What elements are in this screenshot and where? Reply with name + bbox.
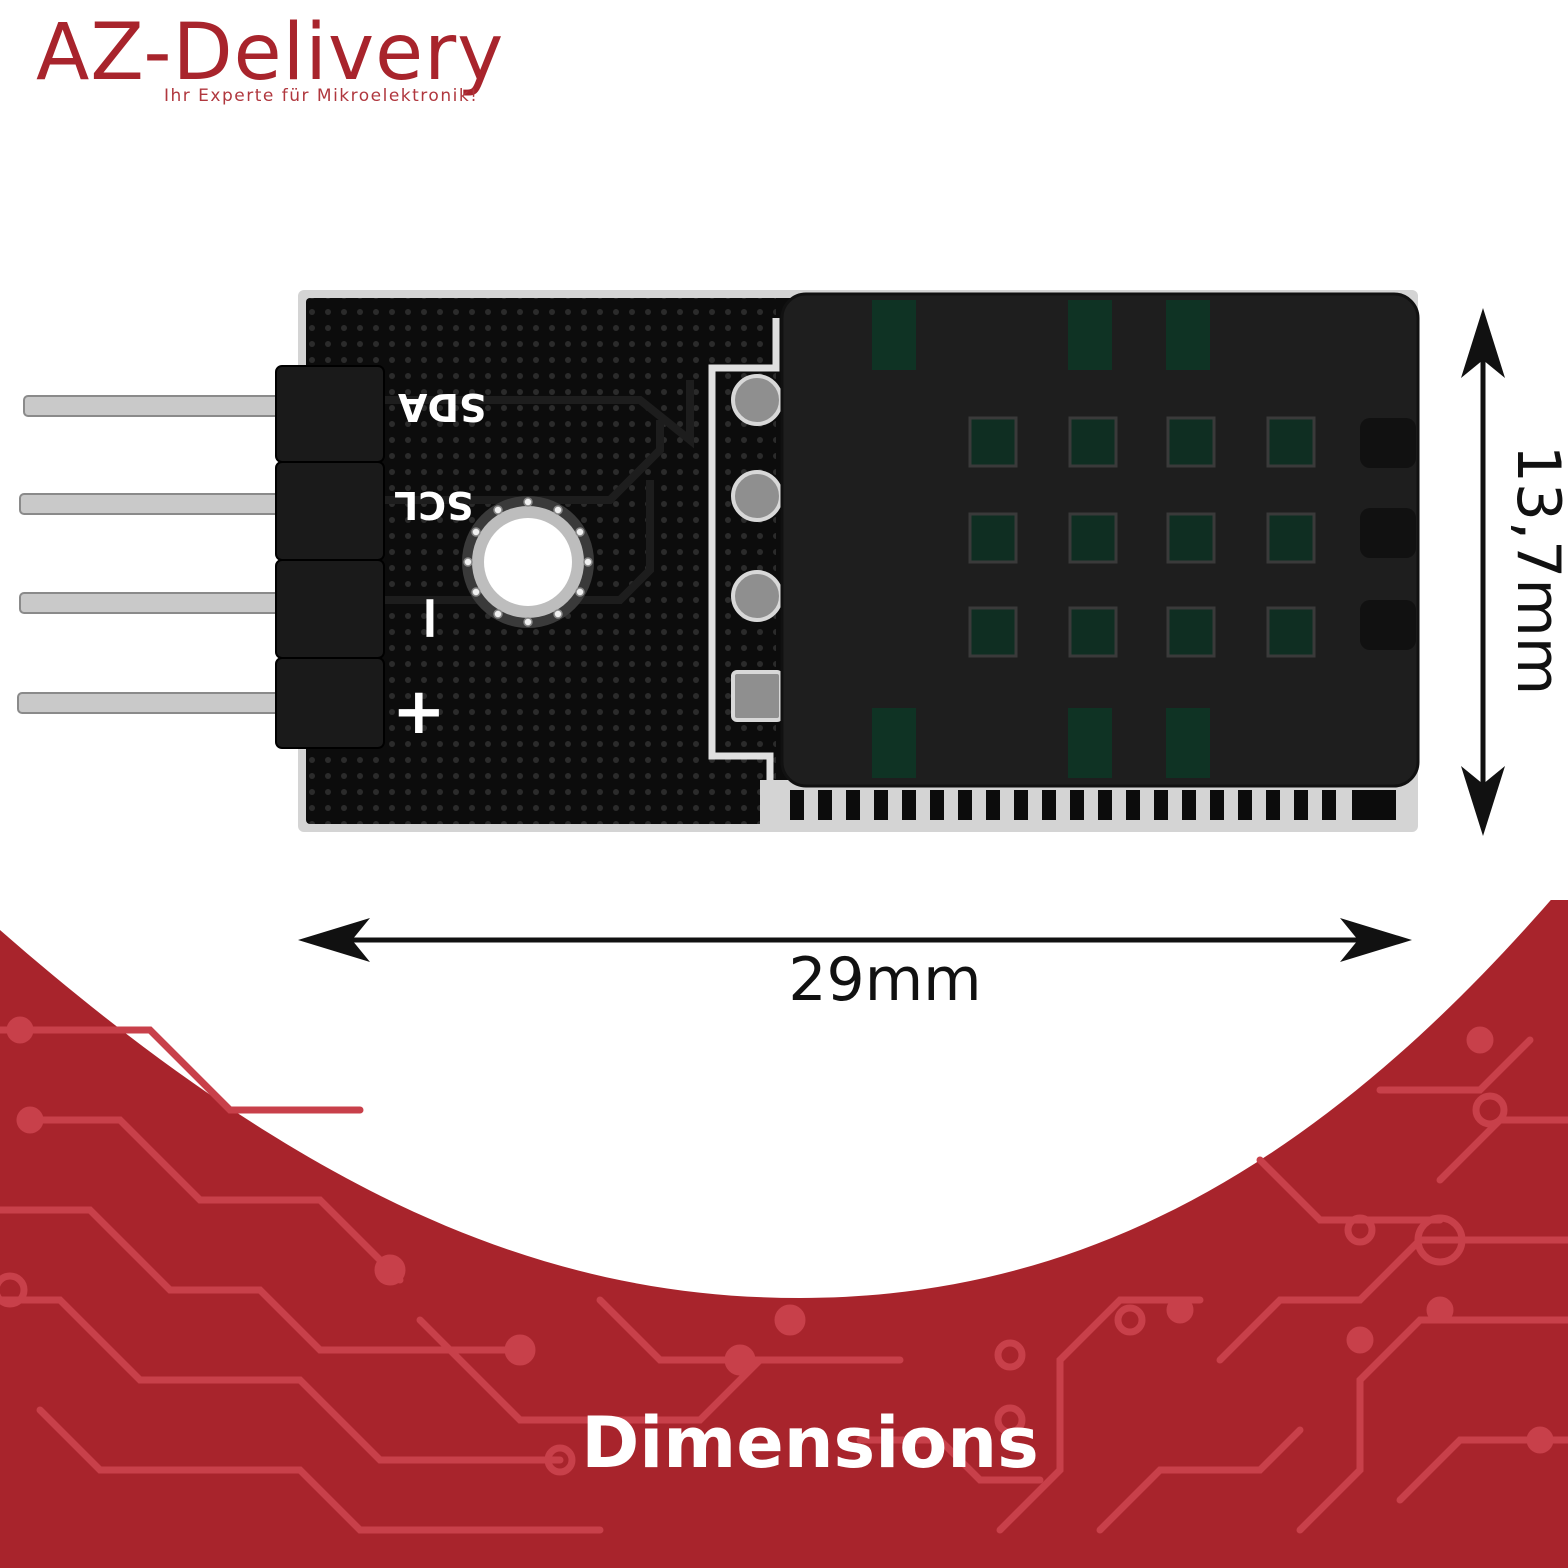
brand-name: AZ-Delivery: [36, 8, 505, 98]
header-pins: [17, 395, 331, 714]
pin-label-scl: SCL: [394, 483, 474, 527]
brand-logo: AZ-Delivery Ihr Experte für Mikroelektro…: [36, 14, 536, 110]
height-dimension-label: 13,7mm: [1503, 444, 1568, 696]
solder-joints: [731, 374, 783, 722]
width-dimension-arrow: [298, 918, 1412, 962]
caption-title: Dimensions: [581, 1402, 1039, 1484]
header-housing: [275, 365, 385, 749]
width-dimension-label: 29mm: [788, 945, 982, 1015]
mounting-hole: [462, 496, 594, 628]
sensor-housing: [780, 292, 1420, 788]
pin-label-vcc: +: [392, 675, 446, 749]
brand-tagline: Ihr Experte für Mikroelektronik!: [164, 86, 479, 106]
height-dimension-arrow: [1461, 308, 1505, 836]
pin-label-sda: SDA: [398, 385, 487, 429]
circuit-traces-decoration: [0, 1016, 1568, 1534]
pin-label-ground: −: [396, 592, 467, 644]
